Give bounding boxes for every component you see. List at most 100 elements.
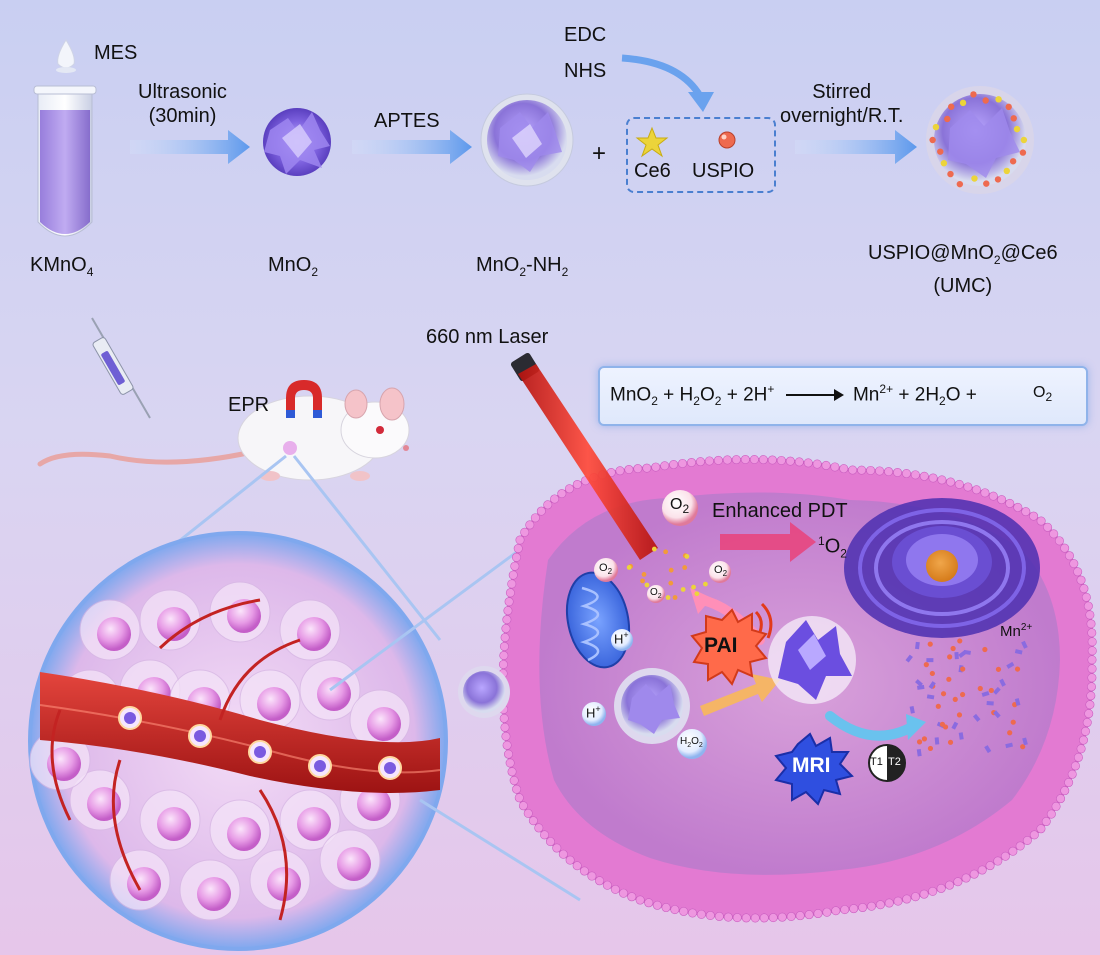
membrane-bead [1051,801,1061,811]
mn-ion-dot [942,724,949,730]
mn-ion-dot [995,666,1002,672]
membrane-bead [633,464,643,474]
membrane-bead [536,506,546,516]
mno2-fragment [1005,742,1014,749]
membrane-bead [884,898,894,908]
membrane-bead [1078,735,1088,745]
tumor-cell-nucleus [257,687,291,721]
eq-p1: Mn [852,384,880,406]
membrane-bead [750,913,760,923]
h2o2-b: O [691,736,699,747]
mno2-fragment [1014,649,1023,655]
mn-ion-dot [957,638,963,644]
membrane-bead [1085,700,1095,710]
membrane-bead [758,455,768,465]
membrane-bead [670,905,680,915]
enhanced-pdt-label: Enhanced PDT [712,500,848,522]
o2-small-label: O2 [650,587,662,600]
eq-r2-sub2: 2 [714,394,722,409]
eq-r3-sup: + [767,382,775,396]
umc-surface-dot [971,175,978,182]
mno2-nh2-label: MnO2-NH2 [476,254,568,279]
ce6-label: Ce6 [634,160,671,182]
ce6-dot [663,549,669,555]
membrane-bead [1087,646,1097,656]
membrane-bead [1060,786,1070,796]
membrane-bead [945,880,955,890]
vessel-nanoparticle-core [314,760,326,772]
membrane-bead [937,475,947,485]
umc-surface-dot [983,180,990,187]
umc-surface-dot [937,148,944,155]
membrane-bead [1081,592,1091,602]
membrane-bead [557,489,567,499]
membrane-bead [505,588,515,598]
membrane-bead [511,552,521,562]
ce6-dot [691,584,696,590]
membrane-bead [602,880,612,890]
membrane-bead [525,520,535,530]
membrane-bead [1008,846,1018,856]
membrane-bead [523,808,533,818]
membrane-bead [839,464,849,474]
membrane-bead [499,641,509,651]
arrow-stirred [795,130,917,164]
membrane-bead [741,913,751,923]
membrane-bead [1056,794,1066,804]
tumor-cell-nucleus [197,877,231,911]
membrane-bead [509,776,519,786]
ce6-dot [668,567,674,573]
hplus-label-1: H+ [614,630,629,646]
membrane-bead [740,454,750,464]
o2-bubble-left [594,558,618,582]
mn-ion-dot [923,662,929,668]
membrane-bead [513,544,523,554]
membrane-bead [988,491,998,501]
aptes-label: APTES [374,110,440,132]
membrane-bead [777,912,787,922]
eq-p3-sub: 2 [1045,390,1053,405]
membrane-bead [830,462,840,472]
membrane-bead [1043,522,1053,532]
membrane-bead [572,861,582,871]
membrane-bead [508,570,518,580]
membrane-bead [893,467,903,477]
ce6-star-icon [635,126,669,158]
tumor-cell-nucleus [227,817,261,851]
plus-sign: + [592,140,607,167]
membrane-bead [501,624,511,634]
mno2-fragment [926,658,934,663]
membrane-bead [696,909,706,919]
arrow-aptes [352,130,472,164]
membrane-bead [714,911,724,921]
membrane-bead [1036,516,1046,526]
mn-ion-dot [947,739,954,745]
membrane-bead [1086,691,1096,701]
membrane-bead [1000,851,1010,861]
membrane-bead [528,816,538,826]
mno2-fragment [928,681,936,690]
membrane-bead [546,837,556,847]
membrane-bead [644,898,654,908]
zoom-connector-right [292,455,442,641]
mri-arrow-head [906,714,926,740]
eq-r1: MnO [610,384,652,406]
syringe-icon [91,317,151,419]
eq-arrow [785,389,844,402]
membrane-bead [919,471,929,481]
laser-icon [510,352,658,560]
h2o2-sub2: 2 [698,742,703,749]
tumor-cell-nucleus [157,607,191,641]
membrane-bead [875,900,885,910]
eq-plus1: + [663,384,675,406]
umc-a: USPIO@MnO [868,242,994,264]
membrane-bead [1087,637,1097,647]
uspio-label: USPIO [692,160,755,182]
ce6-dot [651,546,657,552]
mno2-fragment [984,745,992,754]
umc-surface-dot [947,170,954,178]
mn2-text: Mn [1000,623,1021,640]
o2-main-text: O [670,496,683,513]
membrane-bead [1041,817,1051,827]
membrane-bead [813,909,823,919]
